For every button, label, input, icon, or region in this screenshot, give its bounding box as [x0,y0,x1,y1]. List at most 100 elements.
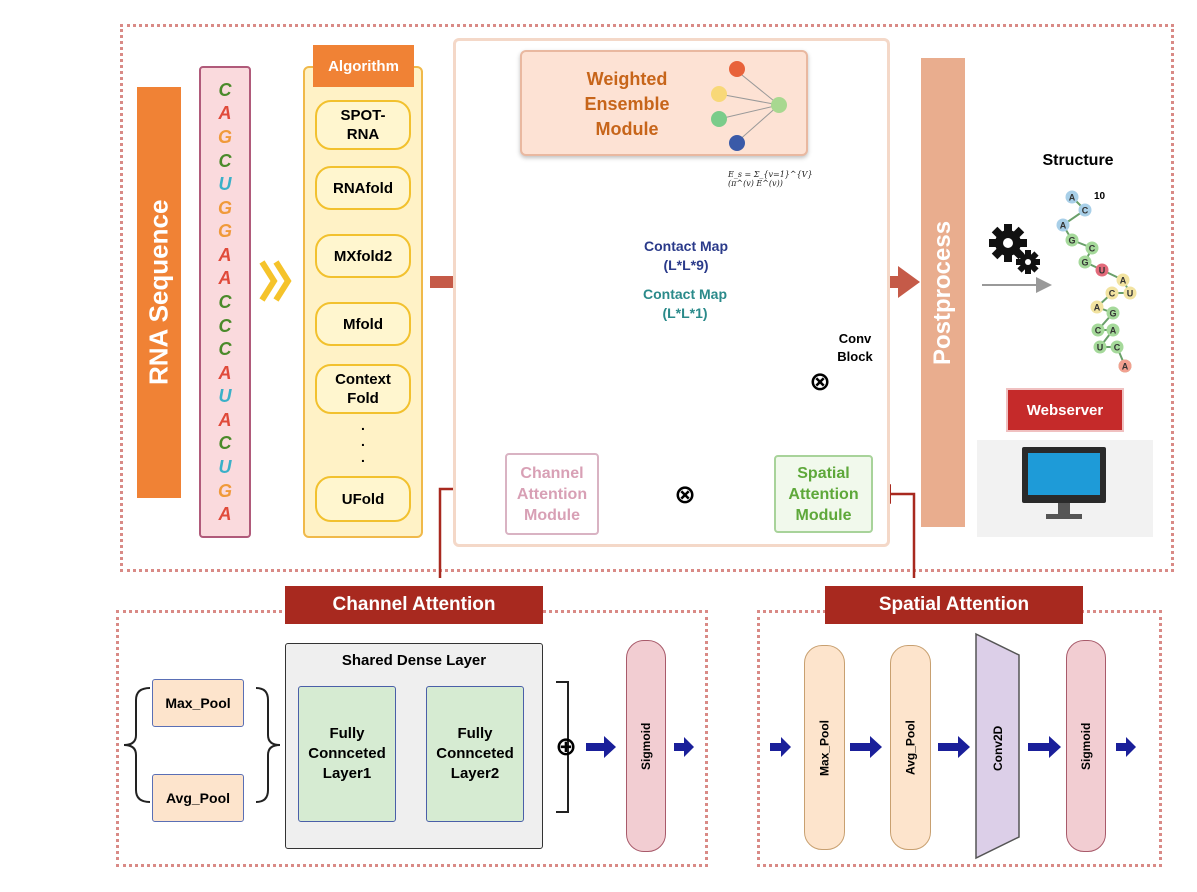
arrow-oplus-to-sigmoid [586,736,616,758]
structure-node [1110,340,1124,354]
right-brace [255,687,281,803]
sequence-nucleotide: A [218,103,232,124]
structure-node [1078,255,1092,269]
rna-sequence-label: RNA Sequence [137,87,181,498]
ensemble-formula: E_s = Σ_{v=1}^{V} (π^(v) E^(v)) [728,170,813,188]
structure-node-label: A [1094,303,1101,313]
structure-node [1118,359,1132,373]
spatial-max-pool: Max_Pool [804,645,845,850]
fully-connected-layer1: Fully Connceted Layer1 [298,686,396,822]
gear-icon [1016,250,1040,274]
structure-node-label: A [1122,362,1129,372]
sequence-nucleotide: C [218,150,232,171]
structure-node [1106,323,1120,337]
structure-node-label: G [1068,236,1075,246]
spatial-attention-title: Spatial Attention [825,586,1083,624]
oplus-symbol: ⊕ [555,731,577,761]
contact-map-1-label: Contact Map (L*L*1) [643,286,727,321]
conv-block-label: Conv Block [837,331,873,364]
structure-node-label: U [1097,343,1104,353]
algo-item-mfold: Mfold [315,302,411,346]
spatial-attention-module: Spatial Attention Module [774,455,873,533]
conv2d-block [975,632,1020,860]
structure-node [1065,190,1079,204]
computer-monitor-icon [977,440,1153,537]
structure-index-label: 10 [1094,191,1106,202]
sequence-nucleotide: G [217,480,232,501]
structure-node-label: C [1082,206,1089,216]
sequence-nucleotide: C [218,79,232,100]
ensemble-network-icon [711,61,787,151]
channel-sigmoid: Sigmoid [626,640,666,852]
structure-node [1090,300,1104,314]
structure-node [1091,323,1105,337]
arrow-spatial-in [770,737,791,757]
structure-node-label: U [1099,266,1106,276]
structure-node-label: C [1114,343,1121,353]
sequence-nucleotide: C [218,433,232,454]
sequence-nucleotide: C [218,339,232,360]
postprocess-label: Postprocess [921,58,965,527]
structure-node-label: G [1109,309,1116,319]
structure-node-label: A [1110,326,1117,336]
sequence-nucleotide: U [218,386,232,407]
sequence-nucleotide: A [218,409,232,430]
chevron-right-icon [259,260,278,302]
algo-item-mxfold2: MXfold2 [315,234,411,278]
contact-map-9-label: Contact Map (L*L*9) [644,238,728,273]
arrow-spatial-out [1116,737,1136,757]
fully-connected-layer2: Fully Connceted Layer2 [426,686,524,822]
arrow-sigmoid-out [674,737,694,757]
rna-structure: ACAGCGUAUCAGCAUCGA [1056,190,1137,373]
algo-ellipsis: . . . [361,417,365,465]
channel-avg-pool: Avg_Pool [152,774,244,822]
algo-item-contextfold: Context Fold [315,364,411,414]
structure-node [1085,241,1099,255]
sequence-nucleotide: A [218,362,232,383]
sequence-nucleotide: A [218,504,232,525]
sequence-nucleotide: C [218,291,232,312]
weighted-ensemble-module: Weighted Ensemble Module [520,50,808,156]
otimes-bottom: ⊗ [674,479,696,509]
structure-node [1056,218,1070,232]
algorithm-title: Algorithm [313,45,414,87]
structure-node [1093,340,1107,354]
weighted-ensemble-title: Weighted Ensemble Module [584,69,670,139]
structure-node-label: A [1120,276,1127,286]
structure-node [1123,286,1137,300]
spatial-sigmoid: Sigmoid [1066,640,1106,852]
top-panel-frame [120,24,1174,572]
chevron-right-icon [273,260,292,302]
algo-item-spot-rna: SPOT- RNA [315,100,411,150]
structure-node-label: A [1069,193,1076,203]
sequence-nucleotide: U [218,174,232,195]
structure-node-label: C [1109,289,1116,299]
algo-item-rnafold: RNAfold [315,166,411,210]
arrow-avgpool-to-conv2d [938,736,970,758]
left-brace [123,687,151,803]
structure-node [1116,273,1130,287]
structure-node-label: C [1095,326,1102,336]
sequence-nucleotide: G [217,221,232,242]
structure-node-label: U [1127,289,1134,299]
structure-node [1095,263,1109,277]
structure-node [1105,286,1119,300]
channel-attention-module: Channel Attention Module [505,453,599,535]
sequence-nucleotide: A [218,244,232,265]
spatial-conv2d-label: Conv2D [991,725,1005,771]
otimes-top: ⊗ [809,366,831,396]
structure-node-label: C [1089,244,1096,254]
structure-node [1106,306,1120,320]
channel-attention-title: Channel Attention [285,586,543,624]
channel-max-pool: Max_Pool [152,679,244,727]
algo-item-ufold: UFold [315,476,411,522]
structure-node-label: A [1060,221,1067,231]
arrow-maxpool-to-avgpool [850,736,882,758]
webserver-button[interactable]: Webserver [1008,390,1122,430]
sequence-nucleotide: G [217,126,232,147]
spatial-avg-pool: Avg_Pool [890,645,931,850]
right-bracket [556,681,569,813]
sequence-nucleotide: U [218,457,232,478]
shared-dense-title: Shared Dense Layer [341,652,487,669]
structure-node [1065,233,1079,247]
